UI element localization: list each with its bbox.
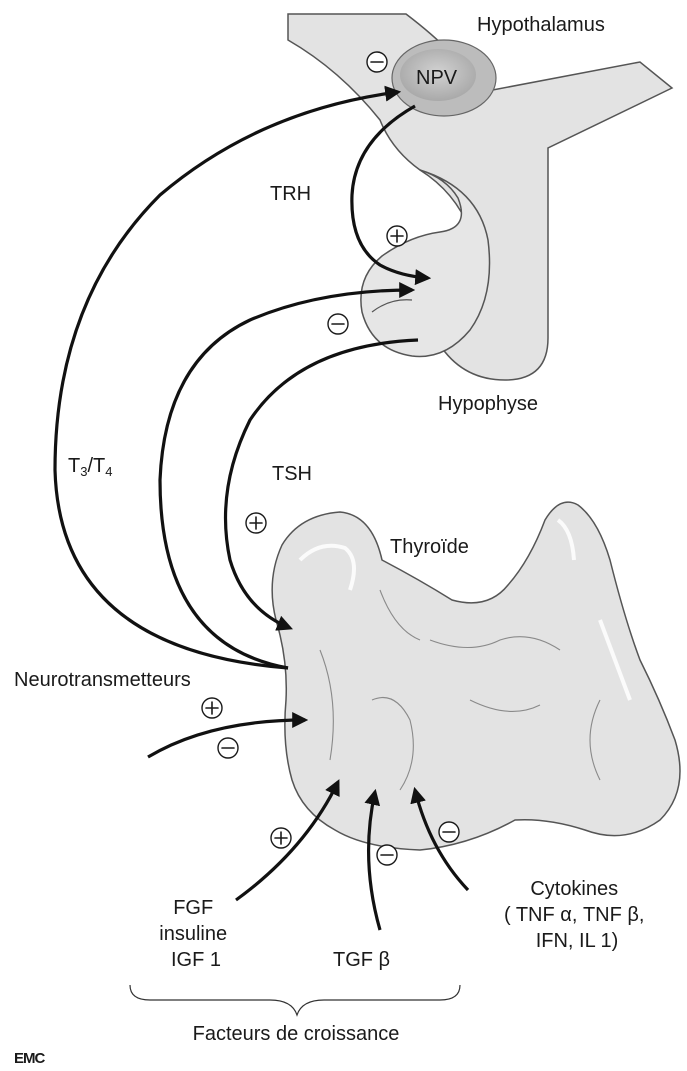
plus-sign-fgf: [271, 828, 291, 848]
t3t4-label: T3/T4: [68, 455, 112, 479]
minus-sign-cytokines: [439, 822, 459, 842]
tgf-label: TGF β: [333, 949, 390, 971]
npv-label: NPV: [416, 67, 458, 89]
fgf-label-line2: insuline: [159, 923, 227, 945]
minus-sign-tgf: [377, 845, 397, 865]
fgf-label: FGF insuline IGF 1: [159, 897, 232, 971]
minus-sign-neurotransmetteurs: [218, 738, 238, 758]
minus-sign-hypophyse: [328, 314, 348, 334]
fgf-label-line1: FGF: [173, 897, 213, 919]
minus-sign-npv: [367, 52, 387, 72]
facteurs-label: Facteurs de croissance: [193, 1023, 400, 1045]
cytokines-label-line3: IFN, IL 1): [536, 930, 619, 952]
tsh-label: TSH: [272, 463, 312, 485]
thyroid-gland-shape: [272, 502, 680, 850]
hypophyse-label: Hypophyse: [438, 393, 538, 415]
hypothalamus-label: Hypothalamus: [477, 14, 605, 36]
plus-sign-trh: [387, 226, 407, 246]
cytokines-label-line2: ( TNF α, TNF β,: [504, 904, 644, 926]
cytokines-label: Cytokines ( TNF α, TNF β, IFN, IL 1): [504, 878, 650, 952]
fgf-label-line3: IGF 1: [171, 949, 221, 971]
neurotransmetteurs-label: Neurotransmetteurs: [14, 669, 191, 691]
plus-sign-neurotransmetteurs: [202, 698, 222, 718]
cytokines-label-line1: Cytokines: [530, 878, 618, 900]
plus-sign-tsh: [246, 513, 266, 533]
facteurs-brace: [130, 985, 460, 1015]
thyroide-label: Thyroïde: [390, 536, 469, 558]
trh-label: TRH: [270, 183, 311, 205]
emc-logo: EMC: [14, 1050, 46, 1067]
